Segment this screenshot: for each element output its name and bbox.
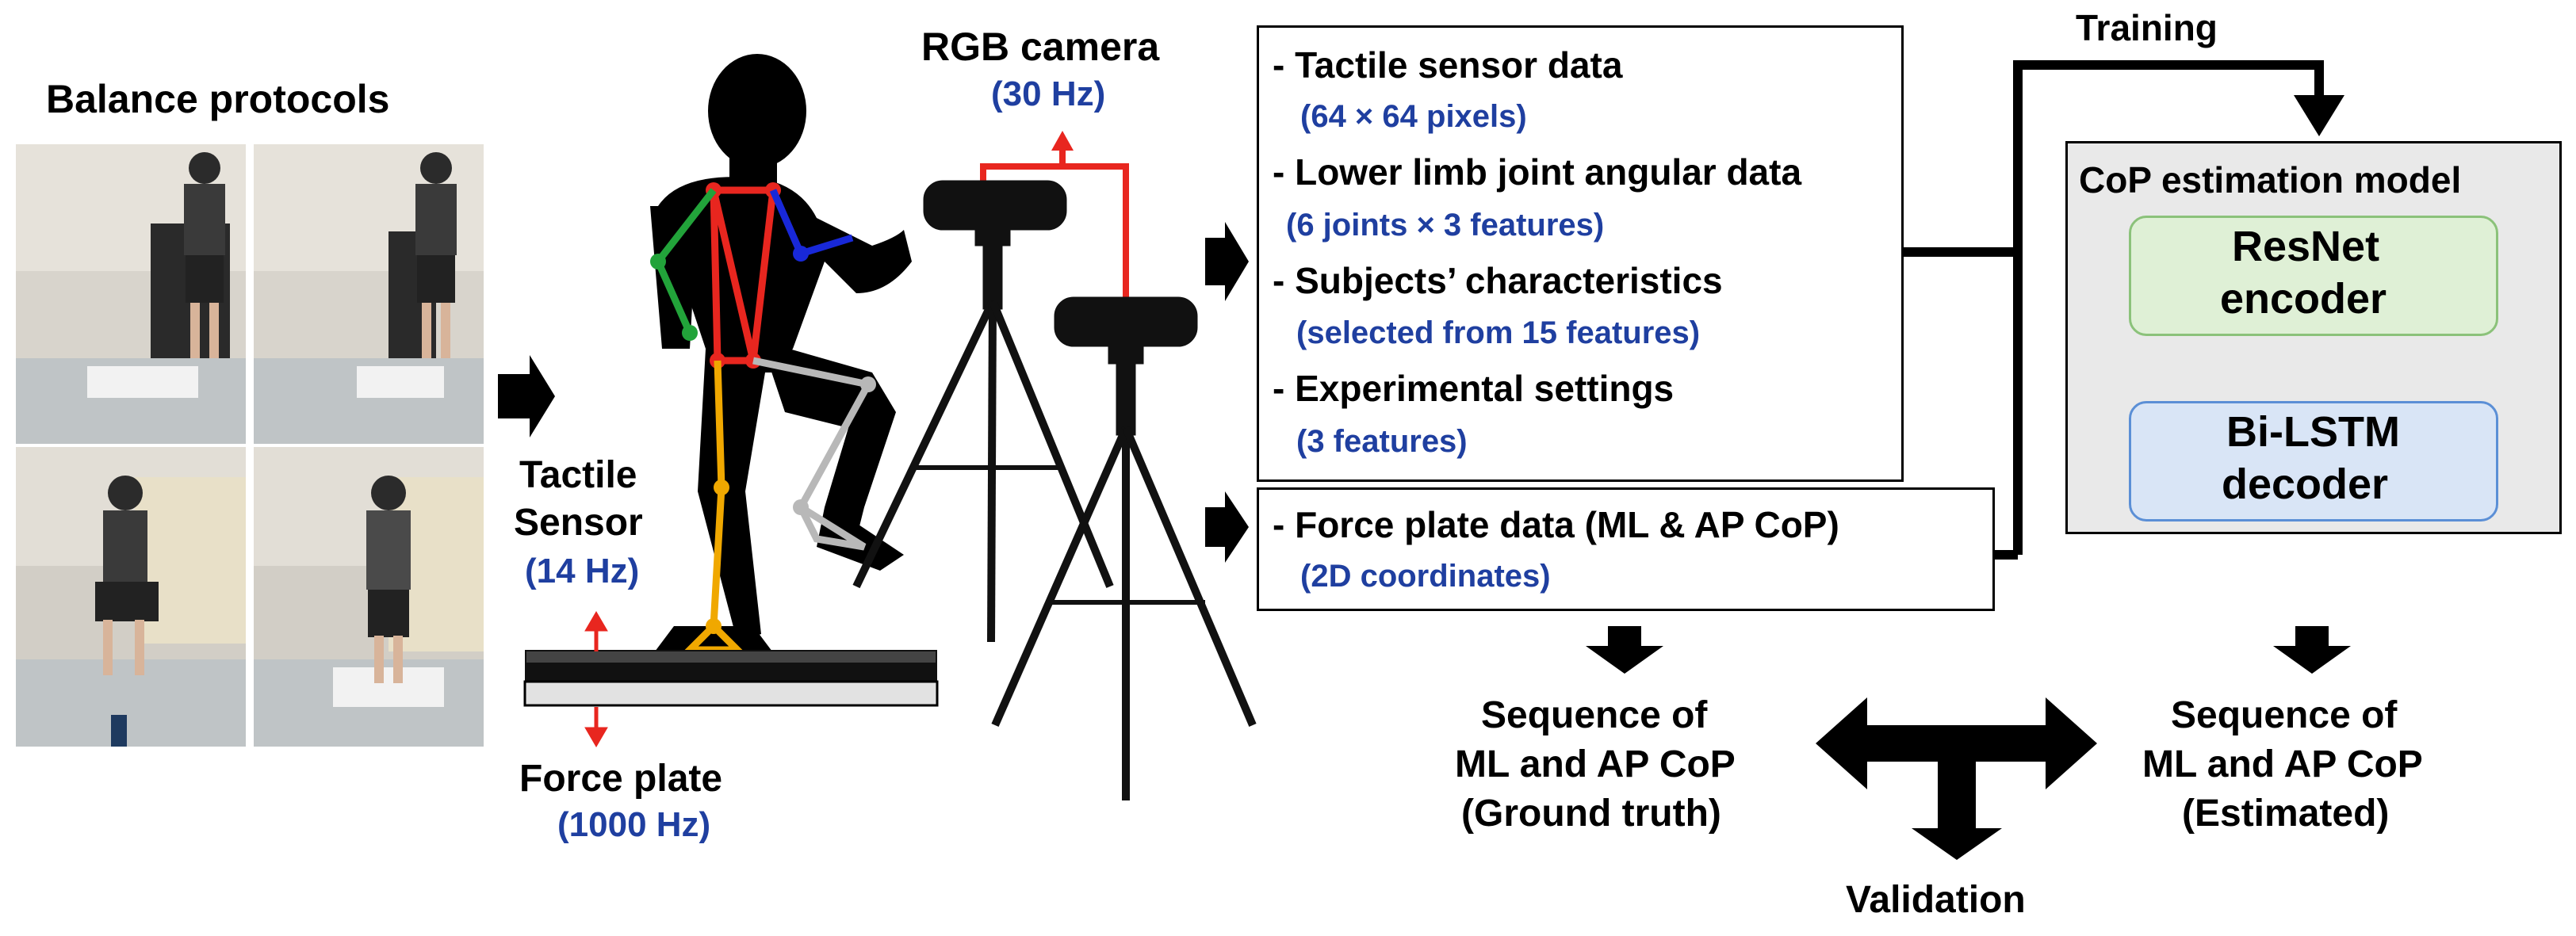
- ground-truth-line-3: (Ground truth): [1461, 793, 1721, 835]
- skeleton-grey-leg: [752, 357, 874, 551]
- human-silhouette: [650, 54, 912, 658]
- input-label-subjects: - Subjects’ characteristics: [1273, 260, 1723, 301]
- protocol-photo-1: [16, 144, 246, 444]
- estimated-line-2: ML and AP CoP: [2142, 743, 2423, 785]
- input-label-tactile: - Tactile sensor data: [1273, 44, 1623, 86]
- tactile-label-1: Tactile: [519, 454, 637, 496]
- force-data-detail: (2D coordinates): [1300, 559, 1551, 594]
- camera-1: [852, 180, 1114, 643]
- skeleton-orange-leg: [681, 360, 746, 654]
- input-detail-settings: (3 features): [1296, 424, 1468, 459]
- decoder-box: [2129, 401, 2498, 521]
- validation-label: Validation: [1846, 879, 2026, 921]
- force-data-label: - Force plate data (ML & AP CoP): [1273, 504, 1839, 545]
- protocol-photo-grid: [16, 144, 484, 747]
- training-connector: [1901, 60, 2324, 560]
- arrow-down-estimated: [2273, 626, 2351, 674]
- force-plate-graphic: [523, 650, 939, 707]
- arrow-training-to-model: [2294, 95, 2344, 136]
- camera-rate: (30 Hz): [991, 74, 1106, 113]
- input-detail-joint: (6 joints × 3 features): [1286, 208, 1605, 243]
- arrow-to-inputs: [1205, 222, 1249, 301]
- protocol-photo-4: [254, 447, 484, 747]
- tactile-label-2: Sensor: [514, 502, 643, 544]
- model-title: CoP estimation model: [2079, 159, 2462, 201]
- input-detail-subjects: (selected from 15 features): [1296, 315, 1701, 350]
- tactile-rate: (14 Hz): [525, 552, 640, 590]
- plate-red-arrows: [584, 611, 608, 747]
- encoder-box: [2129, 216, 2498, 336]
- arrow-down-ground-truth: [1586, 626, 1663, 674]
- training-label: Training: [2076, 7, 2218, 48]
- decoder-label-1: Bi-LSTM: [2226, 408, 2400, 456]
- input-label-settings: - Experimental settings: [1273, 368, 1675, 409]
- protocol-photo-2: [254, 144, 484, 444]
- force-plate-label: Force plate: [519, 758, 723, 800]
- arrow-photos-to-sensor: [498, 355, 555, 437]
- force-data-box: [1257, 487, 1995, 611]
- camera-label: RGB camera: [921, 25, 1160, 69]
- encoder-label-2: encoder: [2220, 275, 2387, 323]
- arrow-to-forcedata: [1205, 491, 1249, 563]
- balance-protocols-title: Balance protocols: [46, 77, 390, 121]
- force-plate-rate: (1000 Hz): [557, 805, 711, 844]
- camera-2: [991, 296, 1257, 800]
- estimated-line-1: Sequence of: [2171, 694, 2398, 736]
- estimated-line-3: (Estimated): [2182, 793, 2390, 835]
- protocol-photo-3: [16, 447, 246, 747]
- input-data-box: [1257, 25, 1904, 482]
- input-detail-tactile: (64 × 64 pixels): [1300, 99, 1527, 134]
- encoder-label-1: ResNet: [2232, 223, 2380, 270]
- decoder-label-2: decoder: [2222, 460, 2389, 508]
- validation-double-arrow: [1816, 697, 2097, 860]
- ground-truth-line-2: ML and AP CoP: [1455, 743, 1736, 785]
- ground-truth-line-1: Sequence of: [1481, 694, 1708, 736]
- input-label-joint: - Lower limb joint angular data: [1273, 151, 1802, 193]
